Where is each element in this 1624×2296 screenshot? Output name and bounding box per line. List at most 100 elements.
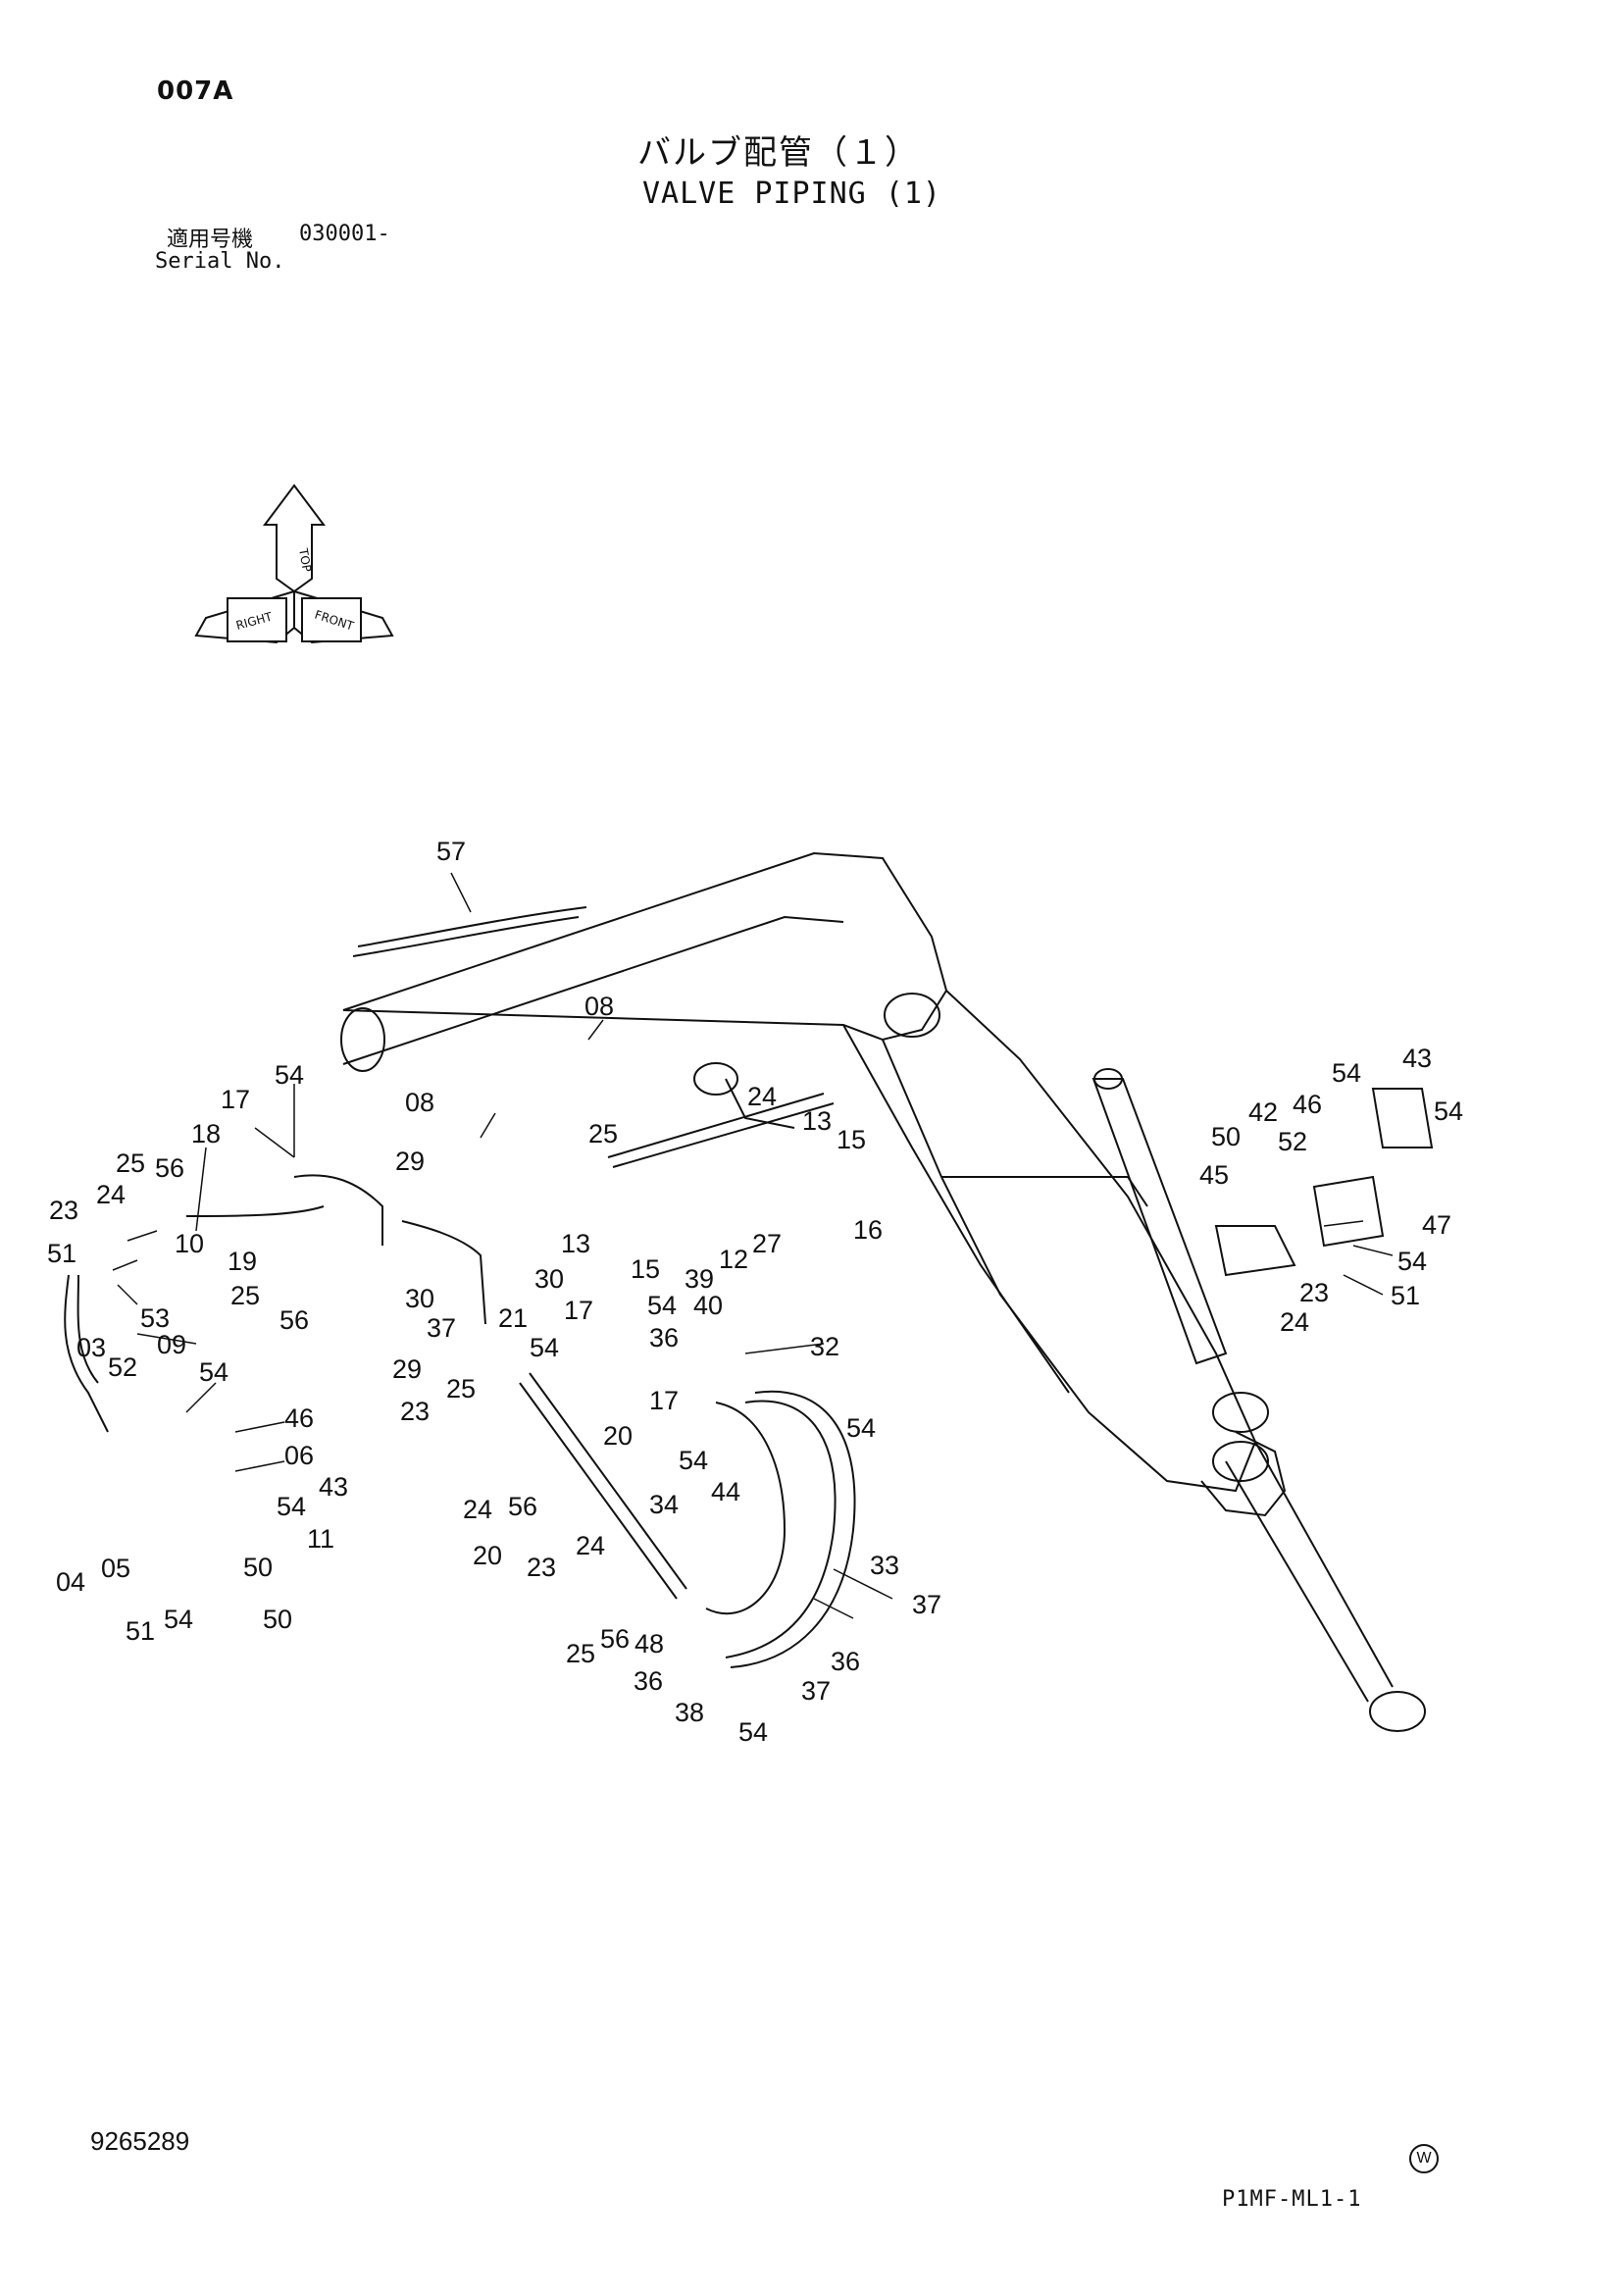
callout-label: 24 xyxy=(463,1495,492,1524)
callout-label: 25 xyxy=(230,1281,260,1310)
callout-label: 54 xyxy=(679,1446,708,1475)
callout-label: 20 xyxy=(473,1541,502,1570)
orientation-label-top: TOP xyxy=(296,546,314,573)
callout-label: 32 xyxy=(810,1332,839,1361)
callout-label: 24 xyxy=(96,1180,126,1209)
callout-label: 54 xyxy=(1434,1097,1463,1126)
piping-lines xyxy=(64,906,1434,1668)
title-english: VALVE PIPING (1) xyxy=(642,177,941,211)
callout-label: 57 xyxy=(436,837,466,866)
serial-number-value: 030001- xyxy=(299,222,390,246)
serial-label-japanese: 適用号機 xyxy=(167,228,254,252)
callout-label: 37 xyxy=(912,1590,941,1619)
callout-label: 17 xyxy=(649,1386,679,1415)
callout-label: 17 xyxy=(564,1296,593,1325)
callout-label: 23 xyxy=(1299,1278,1329,1307)
callout-label: 54 xyxy=(275,1060,304,1090)
callout-label: 04 xyxy=(56,1567,85,1597)
callout-label: 50 xyxy=(263,1605,292,1634)
callout-label: 08 xyxy=(405,1088,434,1117)
callout-label: 13 xyxy=(561,1229,590,1258)
callout-label: 33 xyxy=(870,1551,899,1580)
callout-label: 45 xyxy=(1199,1160,1229,1190)
callout-label: 25 xyxy=(566,1639,595,1668)
callout-label: 52 xyxy=(1278,1127,1307,1156)
callout-label: 56 xyxy=(600,1624,630,1654)
callout-label: 24 xyxy=(1280,1307,1309,1337)
callout-label: 56 xyxy=(279,1305,309,1335)
callout-label: 51 xyxy=(47,1239,76,1268)
boom-assembly xyxy=(340,851,1426,1732)
callout-label: 03 xyxy=(76,1333,106,1362)
callout-label: 10 xyxy=(175,1229,204,1258)
title-japanese: バルブ配管（１） xyxy=(637,133,920,173)
callout-label: 43 xyxy=(1402,1044,1432,1073)
callout-label: 51 xyxy=(126,1616,155,1646)
callout-label: 51 xyxy=(1391,1281,1420,1310)
callout-label: 30 xyxy=(405,1284,434,1313)
callout-label: 52 xyxy=(108,1352,137,1382)
callout-label: 42 xyxy=(1248,1097,1278,1127)
callout-label: 54 xyxy=(647,1291,677,1320)
callout-label: 15 xyxy=(837,1125,866,1154)
callout-label: 25 xyxy=(116,1148,145,1178)
callout-label: 56 xyxy=(508,1492,537,1521)
callout-label: 25 xyxy=(446,1374,476,1403)
leader-lines xyxy=(112,872,1394,1619)
callout-label: 48 xyxy=(634,1629,664,1658)
callout-label: 54 xyxy=(164,1605,193,1634)
callout-label: 24 xyxy=(747,1082,777,1111)
callout-labels: 57 08 08 54 17 18 25 56 24 23 51 10 19 5… xyxy=(47,837,1463,1747)
callout-label: 06 xyxy=(284,1441,314,1470)
callout-label: 12 xyxy=(719,1245,748,1274)
callout-label: 19 xyxy=(228,1247,257,1276)
callout-label: 56 xyxy=(155,1153,184,1183)
callout-label: 29 xyxy=(392,1354,422,1384)
callout-label: 23 xyxy=(49,1196,78,1225)
callout-label: 25 xyxy=(588,1119,618,1148)
watermark-symbol: W xyxy=(1409,2144,1439,2173)
callout-label: 29 xyxy=(395,1147,425,1176)
callout-label: 08 xyxy=(584,992,614,1021)
callout-label: 24 xyxy=(576,1531,605,1560)
callout-label: 09 xyxy=(157,1330,186,1359)
callout-label: 54 xyxy=(738,1717,768,1747)
callout-label: 47 xyxy=(1422,1210,1451,1240)
callout-label: 39 xyxy=(685,1264,714,1294)
orientation-icon: TOP RIGHT FRONT xyxy=(194,484,394,644)
callout-label: 23 xyxy=(400,1397,430,1426)
callout-label: 37 xyxy=(801,1676,831,1706)
callout-label: 46 xyxy=(1293,1090,1322,1119)
callout-label: 50 xyxy=(1211,1122,1241,1151)
callout-label: 54 xyxy=(1397,1247,1427,1276)
callout-label: 36 xyxy=(831,1647,860,1676)
callout-label: 44 xyxy=(711,1477,740,1506)
callout-label: 53 xyxy=(140,1303,170,1333)
callout-label: 21 xyxy=(498,1303,528,1333)
callout-label: 13 xyxy=(802,1106,832,1136)
callout-label: 46 xyxy=(284,1403,314,1433)
callout-label: 54 xyxy=(277,1492,306,1521)
drawing-code: 007A xyxy=(157,77,234,106)
callout-label: 05 xyxy=(101,1554,130,1583)
callout-label: 18 xyxy=(191,1119,221,1148)
callout-label: 20 xyxy=(603,1421,633,1451)
serial-label-english: Serial No. xyxy=(155,249,285,274)
callout-label: 15 xyxy=(631,1254,660,1284)
callout-label: 54 xyxy=(846,1413,876,1443)
callout-label: 36 xyxy=(649,1323,679,1352)
callout-label: 38 xyxy=(675,1698,704,1727)
callout-label: 36 xyxy=(634,1666,663,1696)
callout-label: 34 xyxy=(649,1490,679,1519)
page-reference: P1MF-ML1-1 xyxy=(1222,2187,1362,2212)
callout-label: 50 xyxy=(243,1553,273,1582)
callout-label: 27 xyxy=(752,1229,782,1258)
callout-label: 43 xyxy=(319,1472,348,1502)
document-number: 9265289 xyxy=(90,2126,190,2156)
callout-label: 37 xyxy=(427,1313,456,1343)
callout-label: 40 xyxy=(693,1291,723,1320)
callout-label: 54 xyxy=(1332,1058,1361,1088)
callout-label: 17 xyxy=(221,1085,250,1114)
callout-label: 30 xyxy=(534,1264,564,1294)
callout-label: 54 xyxy=(530,1333,559,1362)
